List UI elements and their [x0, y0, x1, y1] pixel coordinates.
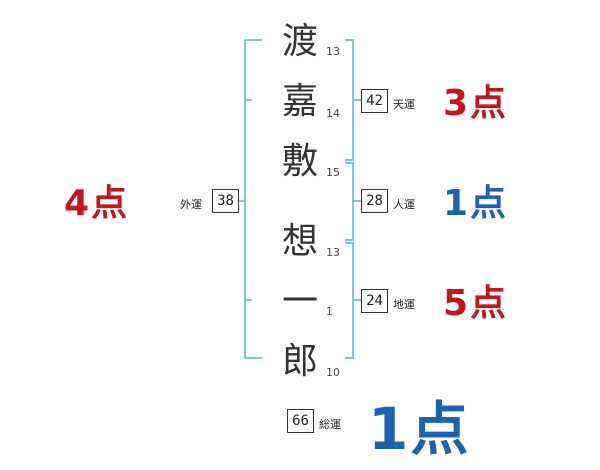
stroke-count-1: 13: [326, 45, 340, 58]
tenun-label: 天運: [393, 98, 415, 111]
name-char-4: 想: [281, 221, 318, 262]
soun-value-box: 66: [287, 409, 314, 433]
name-char-1: 渡: [281, 21, 318, 62]
name-char-3: 敷: [281, 141, 318, 182]
gaiun-score: 4点: [64, 183, 130, 224]
jinun-score: 1点: [443, 183, 509, 224]
stroke-count-4: 13: [326, 246, 340, 259]
gaiun-label: 外運: [180, 198, 202, 211]
jinun-value-box: 28: [361, 189, 388, 213]
name-char-2: 嘉: [281, 81, 318, 122]
name-char-5: 一: [281, 281, 318, 322]
chiun-score: 5点: [443, 283, 509, 324]
tenun-value-box: 42: [361, 89, 388, 113]
stroke-count-6: 10: [326, 366, 340, 379]
stroke-count-3: 15: [326, 166, 340, 179]
stroke-count-5: 1: [326, 305, 333, 318]
soun-label: 総運: [319, 418, 341, 431]
chiun-value-box: 24: [361, 289, 388, 313]
name-char-6: 郎: [281, 341, 318, 382]
stroke-count-2: 14: [326, 107, 340, 120]
gaiun-value-box: 38: [212, 189, 239, 213]
soun-score: 1点: [368, 395, 471, 463]
tenun-score: 3点: [443, 83, 509, 124]
chiun-label: 地運: [393, 298, 415, 311]
jinun-label: 人運: [393, 198, 415, 211]
